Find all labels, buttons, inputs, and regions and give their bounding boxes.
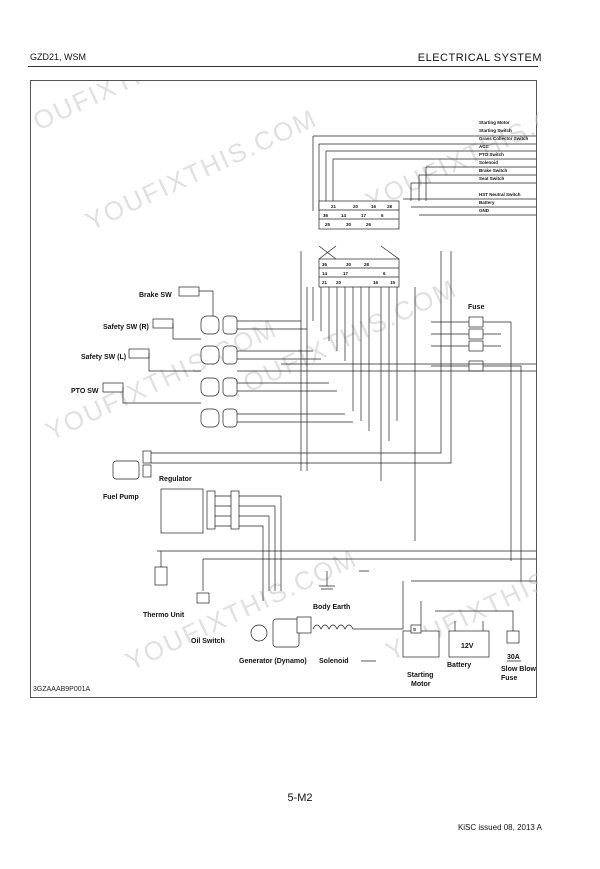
legend-item: Battery <box>479 200 495 205</box>
solenoid-symbol <box>312 624 371 630</box>
switch-wires <box>122 290 353 423</box>
generator-symbol <box>250 618 300 648</box>
solenoid-connector <box>296 616 312 634</box>
starting-motor-label: Starting <box>407 672 433 679</box>
regulator-label: Regulator <box>159 476 192 483</box>
connector-top: 21 20 16 28 36 14 17 6 25 30 26 <box>318 200 400 230</box>
svg-text:21: 21 <box>331 204 337 209</box>
fuel-pump-label: Fuel Pump <box>103 494 139 501</box>
slow-blow-label: Fuse <box>501 675 517 682</box>
solenoid-label: Solenoid <box>319 658 349 665</box>
battery-symbol <box>448 630 490 658</box>
generator-label: Generator (Dynamo) <box>239 658 307 665</box>
svg-text:21: 21 <box>322 280 328 285</box>
legend-item: Grass Collector Switch <box>479 136 529 141</box>
safety-sw-r-symbol <box>152 318 174 329</box>
battery-voltage: 12V <box>461 643 474 650</box>
svg-text:30: 30 <box>346 222 352 227</box>
svg-text:28: 28 <box>364 262 370 267</box>
legend-item: Solenoid <box>479 160 498 165</box>
pto-sw-symbol <box>102 382 124 393</box>
svg-text:16: 16 <box>371 204 377 209</box>
fuse-label: Fuse <box>468 304 484 311</box>
header-rule <box>28 66 538 67</box>
header-section-title: ELECTRICAL SYSTEM <box>417 52 542 64</box>
slow-blow-fuse-symbol <box>506 630 520 644</box>
fuse-block <box>468 316 484 372</box>
oil-switch-symbol <box>196 592 210 604</box>
harness-vertical <box>300 245 416 541</box>
legend: Starting Motor Starting Switch Grass Col… <box>479 120 529 213</box>
page-number: 5-M2 <box>287 792 313 804</box>
oil-switch-label: Oil Switch <box>191 638 225 645</box>
svg-text:28: 28 <box>387 204 393 209</box>
watermark: YOUFIXTHIS.COM <box>31 81 252 144</box>
legend-wires <box>312 135 536 216</box>
safety-sw-l-label: Safety SW (L) <box>81 354 126 361</box>
svg-text:30: 30 <box>346 262 352 267</box>
legend-item: ACC <box>479 144 489 149</box>
svg-text:17: 17 <box>343 271 349 276</box>
svg-text:14: 14 <box>322 271 328 276</box>
footer-issue: KiSC issued 08, 2013 A <box>457 823 542 832</box>
svg-text:26: 26 <box>366 222 372 227</box>
body-earth-symbol <box>319 571 335 590</box>
thermo-unit-label: Thermo Unit <box>143 612 185 619</box>
regulator-connectors <box>206 490 240 530</box>
slow-blow-rating: 30A <box>507 654 520 661</box>
fuse-wires <box>237 321 536 581</box>
starting-motor-label: Motor <box>411 681 431 688</box>
legend-item: Brake Switch <box>479 168 508 173</box>
legend-item: Starting Motor <box>479 120 510 125</box>
pto-sw-label: PTO SW <box>71 388 99 395</box>
svg-text:16: 16 <box>373 280 379 285</box>
brake-sw-symbol <box>178 286 200 297</box>
svg-text:25: 25 <box>325 222 331 227</box>
legend-item: PTO Switch <box>479 152 504 157</box>
power-wires <box>359 570 536 662</box>
slow-blow-label: Slow Blow <box>501 666 537 673</box>
svg-text:36: 36 <box>322 262 328 267</box>
svg-text:17: 17 <box>361 213 367 218</box>
safety-sw-l-symbol <box>128 348 150 359</box>
legend-item: Starting Switch <box>479 128 512 133</box>
svg-text:6: 6 <box>381 213 384 218</box>
header-model: GZD21, WSM <box>30 52 87 62</box>
connector-mid: 36 30 28 14 17 6 21 20 16 15 <box>318 258 400 288</box>
battery-label: Battery <box>447 662 471 669</box>
diagram-frame: YOUFIXTHIS.COM YOUFIXTHIS.COM YOUFIXTHIS… <box>11 11 600 698</box>
motor-s-terminal: S <box>413 627 416 632</box>
legend-item: Seat Switch <box>479 176 505 181</box>
regulator-wires <box>215 495 282 601</box>
brake-sw-label: Brake SW <box>139 292 172 299</box>
svg-text:14: 14 <box>341 213 347 218</box>
body-earth-label: Body Earth <box>313 604 350 611</box>
svg-text:20: 20 <box>353 204 359 209</box>
safety-sw-r-label: Safety SW (R) <box>103 324 149 331</box>
fuel-pump-symbol <box>112 450 152 480</box>
fuel-pump-wires <box>151 251 452 464</box>
starting-motor-symbol <box>402 630 440 658</box>
svg-text:20: 20 <box>336 280 342 285</box>
svg-text:15: 15 <box>390 280 396 285</box>
watermark: YOUFIXTHIS.COM <box>81 103 322 237</box>
figure-id: 3GZAAAB9P001A <box>33 686 91 693</box>
svg-text:36: 36 <box>323 213 329 218</box>
legend-item: HST Neutral Switch <box>479 192 521 197</box>
wiring-diagram: YOUFIXTHIS.COM YOUFIXTHIS.COM YOUFIXTHIS… <box>11 11 600 693</box>
svg-text:6: 6 <box>383 271 386 276</box>
switch-connectors <box>200 315 238 428</box>
legend-item: GND <box>479 208 490 213</box>
thermo-unit-symbol <box>154 566 168 586</box>
regulator-symbol <box>160 488 204 534</box>
